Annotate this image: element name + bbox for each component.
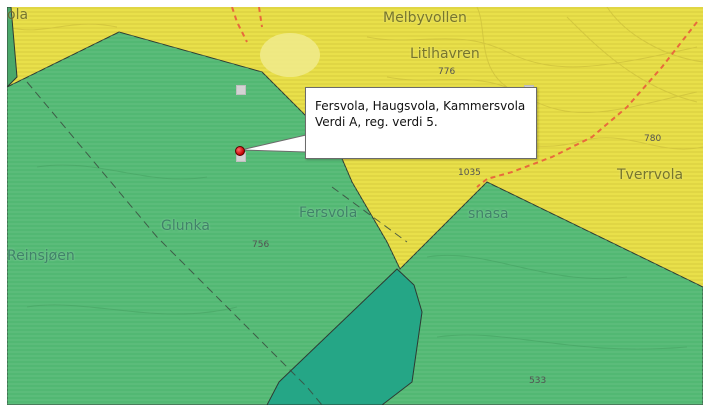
elevation-label: 780 [644,134,662,144]
place-label-litlhavren: Litlhavren [410,46,480,62]
place-label-ola: ola [7,7,29,23]
map-canvas[interactable]: ola Melbyvollen Litlhavren Tverrvola Glu… [7,7,703,405]
green-contours [26,164,688,350]
elevation-label: 776 [438,67,456,77]
place-label-melbyvollen: Melbyvollen [383,10,467,26]
popup-title: Fersvola, Haugsvola, Kammersvola [315,99,526,113]
info-popup[interactable]: Fersvola, Haugsvola, Kammersvola Verdi A… [305,87,537,159]
dark-green-zone [266,268,423,405]
popup-value: Verdi A, reg. verdi 5. [315,115,438,129]
place-label-glunka: Glunka [161,218,210,234]
lake-litlhavren [260,33,320,77]
map-layers [7,7,703,405]
place-label-reinsjoen: Reinsjøen [7,248,75,264]
elevation-label: 756 [252,240,270,250]
elevation-label: 1035 [458,168,481,178]
location-marker-icon[interactable] [235,146,245,156]
dashed-boundaries [26,81,408,405]
green-strip-left [7,7,18,88]
place-label-tverrvola: Tverrvola [617,167,684,183]
place-label-fersvola: Fersvola [299,205,358,221]
place-label-snasa: snasa [468,206,509,222]
roads [231,7,698,188]
elevation-label: 533 [529,376,547,386]
selection-handle[interactable] [236,85,246,95]
